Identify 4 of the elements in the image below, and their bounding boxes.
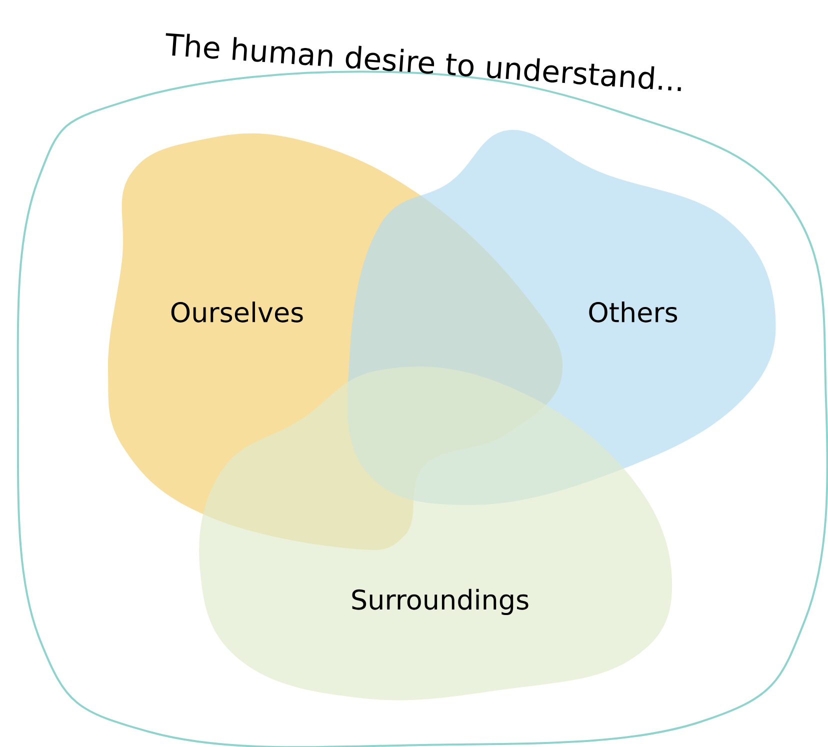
title: The human desire to understand... bbox=[166, 33, 681, 92]
blob-label: Ourselves bbox=[171, 302, 303, 322]
blob-label: Surroundings bbox=[352, 588, 528, 616]
blob-label: Others bbox=[589, 302, 678, 322]
